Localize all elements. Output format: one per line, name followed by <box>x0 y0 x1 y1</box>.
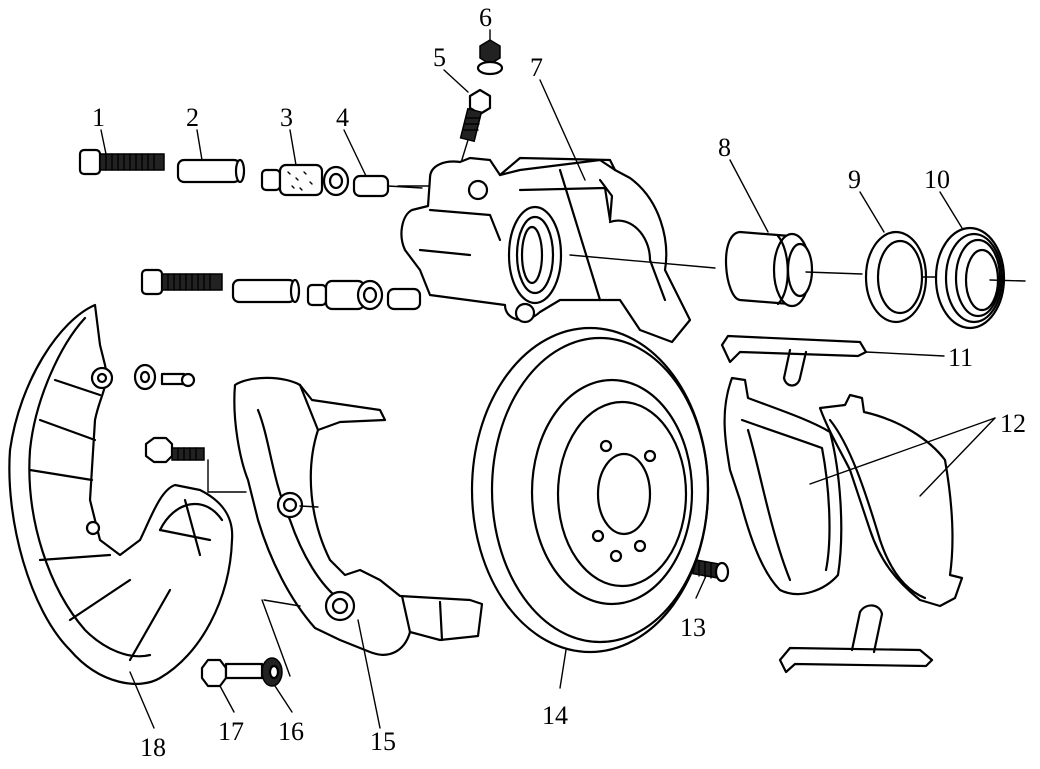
callout-17: 17 <box>218 717 244 746</box>
part-12-brake-pad-inner <box>723 376 843 595</box>
part-12-brake-pad-outer <box>818 393 964 608</box>
part-15-caliper-bracket <box>207 376 484 677</box>
part-14-brake-rotor <box>470 326 710 654</box>
callout-15: 15 <box>370 727 396 756</box>
callout-12: 12 <box>1000 409 1026 438</box>
part-3-bushing-upper <box>260 163 350 197</box>
callout-2: 2 <box>186 103 199 132</box>
callout-9: 9 <box>848 165 861 194</box>
callout-8: 8 <box>718 133 731 162</box>
part-4-pin-lower <box>386 287 422 311</box>
callout-18: 18 <box>140 733 166 762</box>
leader-12-a <box>809 417 996 485</box>
callout-16: 16 <box>278 717 304 746</box>
part-shield-nut <box>133 363 196 391</box>
part-11-upper-clip <box>720 334 868 387</box>
callout-3: 3 <box>280 103 293 132</box>
callout-13: 13 <box>680 613 706 642</box>
callout-10: 10 <box>924 165 950 194</box>
callout-11: 11 <box>948 343 973 372</box>
callout-4: 4 <box>336 103 349 132</box>
part-1-guide-bolt-lower <box>140 268 223 296</box>
leader-11 <box>865 351 945 357</box>
part-8-piston <box>724 230 863 308</box>
part-2-sleeve-lower <box>231 278 301 304</box>
part-13-small-bolt <box>692 558 730 583</box>
part-5-bleeder-screw <box>459 88 492 167</box>
leader-12-b <box>919 417 996 497</box>
part-12-lower-clip <box>778 604 934 674</box>
leader-lines <box>100 29 963 729</box>
callout-14: 14 <box>542 701 568 730</box>
part-4-pin-upper <box>352 174 423 198</box>
callout-7: 7 <box>530 53 543 82</box>
callout-labels: 1 2 3 4 5 6 7 8 9 10 11 12 13 14 15 16 1… <box>92 3 1026 762</box>
part-18-splash-shield <box>8 303 234 685</box>
part-17-bolt-lower <box>200 658 264 688</box>
part-6-bleeder-cap <box>476 39 504 76</box>
callout-6: 6 <box>479 3 492 32</box>
part-16-washer <box>261 657 283 687</box>
part-17-bolt-upper <box>144 436 205 464</box>
part-3-bushing-lower <box>306 279 384 311</box>
part-2-sleeve-upper <box>176 158 246 184</box>
part-9-seal-ring <box>864 230 945 324</box>
callout-5: 5 <box>433 43 446 72</box>
part-7-caliper-body <box>397 156 716 344</box>
part-1-guide-bolt-upper <box>78 148 165 176</box>
part-10-dust-boot <box>934 226 1026 330</box>
callout-1: 1 <box>92 103 105 132</box>
